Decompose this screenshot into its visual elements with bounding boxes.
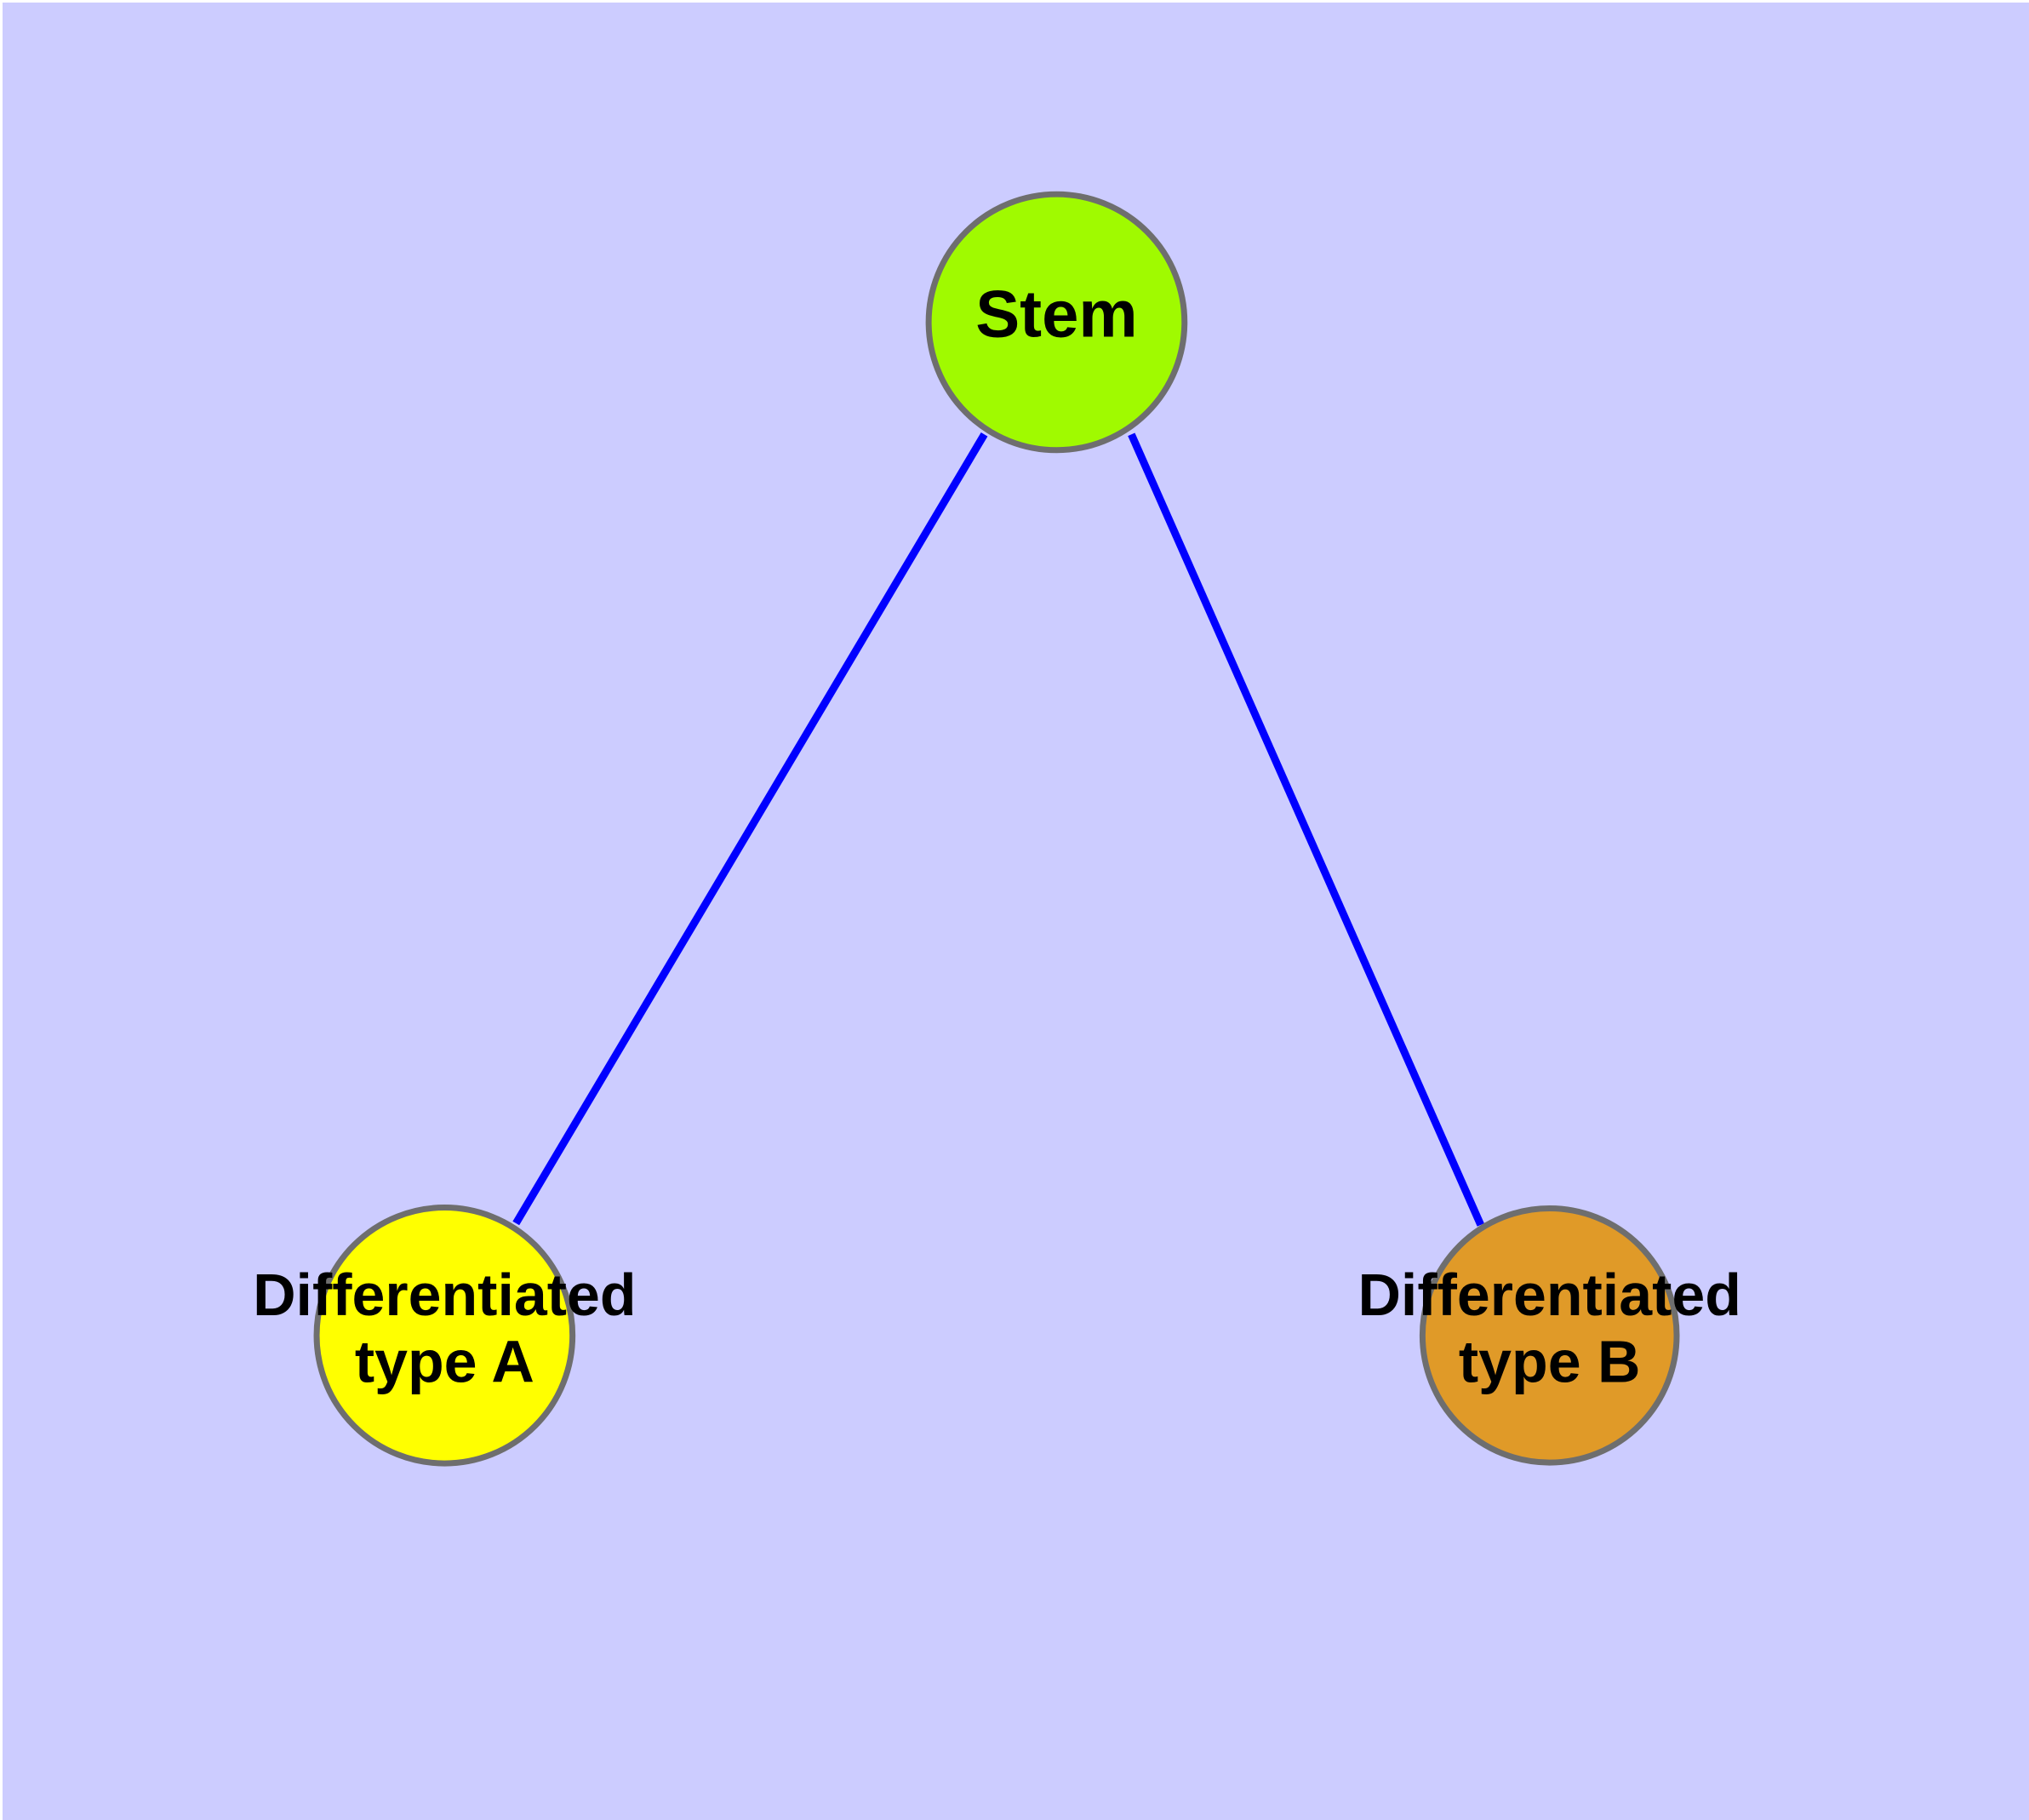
nodes-group: [313, 191, 1680, 1467]
node-label-line: type A: [355, 1328, 534, 1394]
node-label-line: Differentiated: [253, 1262, 637, 1328]
edge-stem-diff-a[interactable]: [512, 432, 988, 1226]
graph-node-diff_a[interactable]: [313, 1205, 576, 1467]
graph-node-diff_b[interactable]: [1419, 1205, 1680, 1466]
node-label-line: Differentiated: [1357, 1262, 1741, 1328]
edge-stem-diff-b[interactable]: [1128, 432, 1484, 1227]
node-label-line: Stem: [975, 277, 1137, 352]
node-label-stem: Stem: [975, 277, 1137, 352]
node-label-line: type B: [1459, 1328, 1641, 1394]
edges-group: [512, 432, 1484, 1227]
graph-node-stem[interactable]: [925, 191, 1188, 454]
edge-layer: [512, 432, 1484, 1227]
